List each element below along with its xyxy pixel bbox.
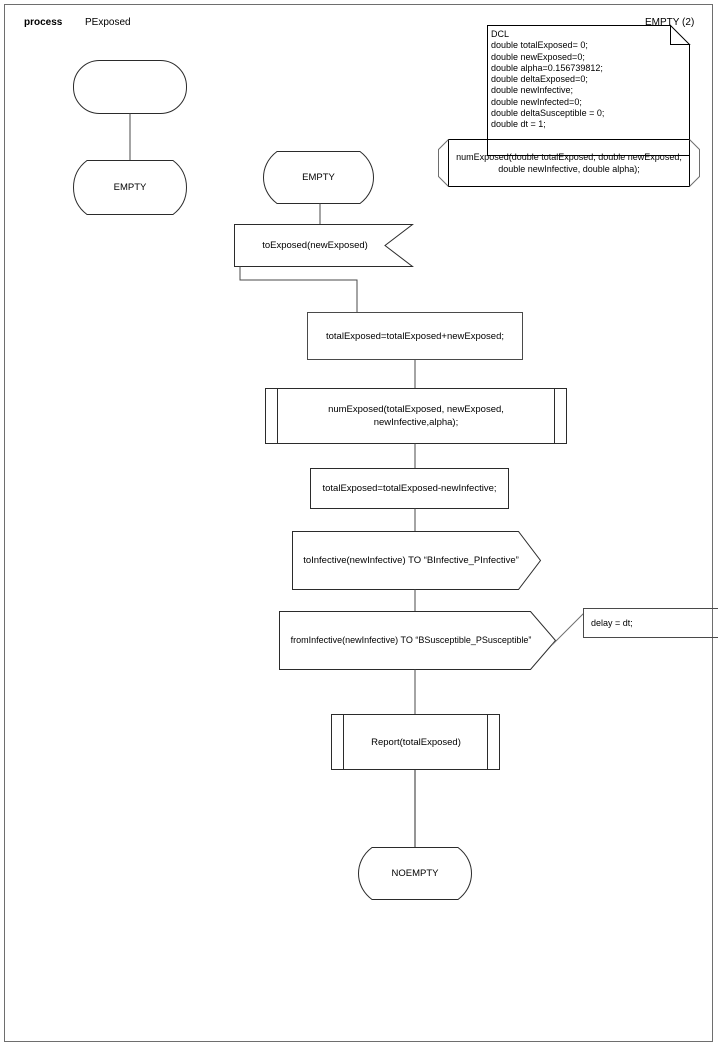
procedure-call-label-numexposed: numExposed(totalExposed, newExposed, new… (328, 404, 504, 428)
procedure-call-label-report: Report(totalExposed) (371, 736, 461, 748)
procedure-call-symbol-report-hit[interactable] (331, 714, 500, 770)
state-symbol-empty-main-hit[interactable] (263, 151, 374, 204)
state-symbol-empty-left-hit[interactable] (73, 160, 187, 215)
comment-symbol-delay-hit[interactable] (583, 608, 718, 638)
output-label-toinfective: toInfective(newInfective) TO “BInfective… (303, 555, 519, 566)
state-label-noempty: NOEMPTY (391, 868, 439, 879)
dcl-note-text: DCL double totalExposed= 0; double newEx… (491, 29, 605, 130)
output-symbol-frominfective-hit[interactable] (279, 611, 556, 670)
output-label-frominfective: fromInfective(newInfective) TO “BSuscept… (290, 635, 532, 645)
diagram-keyword: process (24, 17, 63, 28)
task-label-sub: totalExposed=totalExposed-newInfective; (322, 483, 497, 494)
state-symbol-noempty-hit[interactable] (358, 847, 472, 900)
task-symbol-add-hit[interactable] (307, 312, 523, 360)
page-frame (4, 4, 713, 1042)
output-symbol-toinfective-hit[interactable] (292, 531, 541, 590)
dcl-note-hit[interactable] (487, 25, 690, 156)
procedure-definition-hit[interactable] (438, 139, 700, 187)
diagram-title: PExposed (85, 17, 131, 28)
comment-label-delay: delay = dt; (591, 617, 633, 628)
input-symbol-toexposed-hit[interactable] (234, 224, 413, 267)
state-label-empty-left: EMPTY (113, 182, 147, 193)
state-label-empty-main: EMPTY (302, 172, 335, 183)
task-label-add: totalExposed=totalExposed+newExposed; (326, 330, 504, 342)
procedure-call-symbol-numexposed-hit[interactable] (265, 388, 567, 444)
input-label-toexposed: toExposed(newExposed) (262, 240, 368, 251)
start-symbol-hit[interactable] (73, 60, 187, 114)
procedure-definition-label: numExposed(double totalExposed, double n… (456, 152, 682, 174)
page-label: EMPTY (2) (645, 17, 695, 28)
task-symbol-sub-hit[interactable] (310, 468, 509, 509)
